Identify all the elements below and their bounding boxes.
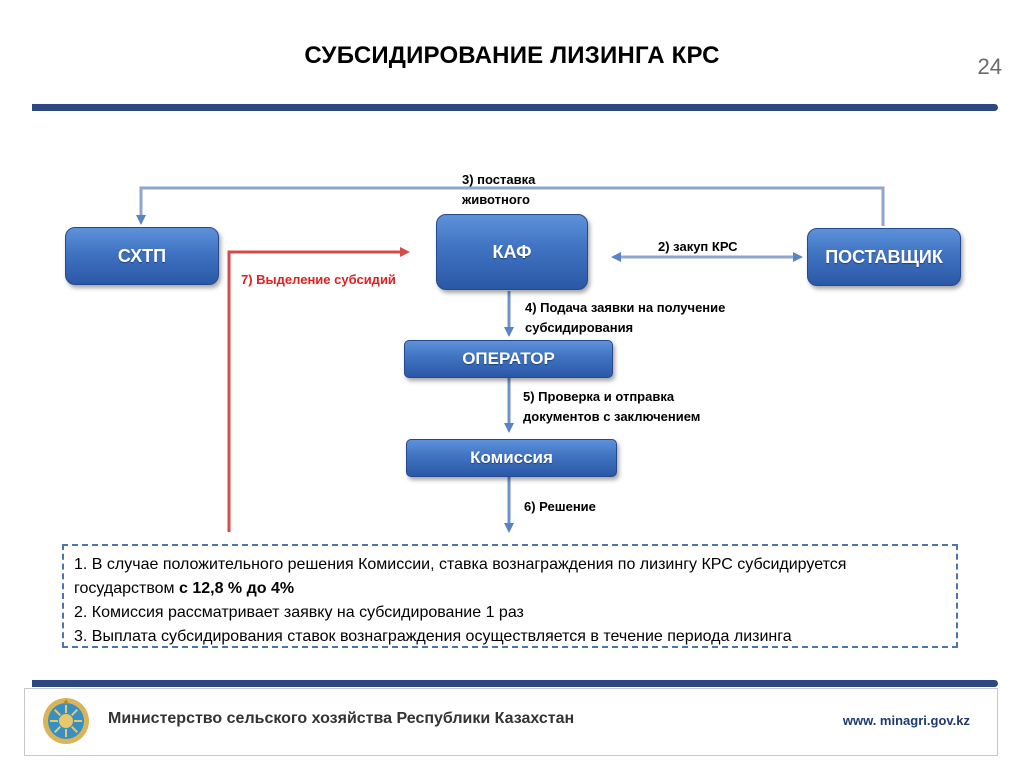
- footer: [24, 688, 998, 756]
- ministry-name: Министерство сельского хозяйства Республ…: [108, 710, 575, 727]
- node-skhtp: СХТП: [65, 227, 219, 285]
- arrow-step3: [136, 186, 885, 226]
- node-kaf: КАФ: [436, 214, 588, 290]
- label-step5-line1: 5) Проверка и отправка: [523, 389, 675, 404]
- label-step3-line1: 3) поставка: [462, 172, 536, 187]
- notes-box: 1. В случае положительного решения Комис…: [62, 544, 958, 648]
- label-step7: 7) Выделение субсидий: [241, 272, 396, 287]
- label-step6: 6) Решение: [524, 499, 596, 514]
- note-1-text: 1. В случае положительного решения Комис…: [74, 556, 847, 597]
- slide-title: СУБСИДИРОВАНИЕ ЛИЗИНГА КРС: [304, 42, 720, 69]
- label-step4: 4) Подача заявки на получение субсидиров…: [525, 298, 725, 338]
- note-1-highlight: с 12,8 % до 4%: [178, 580, 295, 597]
- kazakhstan-emblem-icon: [43, 698, 89, 744]
- label-step3-line2: животного: [462, 192, 530, 207]
- arrow-step7: [227, 247, 410, 532]
- label-step4-line1: 4) Подача заявки на получение: [525, 300, 726, 315]
- node-supplier: ПОСТАВЩИК: [807, 228, 961, 286]
- bottom-divider: [32, 680, 998, 687]
- note-2: 2. Комиссия рассматривает заявку на субс…: [74, 604, 524, 621]
- label-step5-line2: документов с заключением: [523, 409, 701, 424]
- website-link[interactable]: www. minagri.gov.kz: [842, 713, 970, 728]
- label-step3: 3) поставка животного: [462, 170, 535, 210]
- node-commission: Комиссия: [406, 439, 617, 477]
- top-divider: [32, 104, 998, 111]
- note-3: 3. Выплата субсидирования ставок вознагр…: [74, 628, 792, 645]
- label-step5: 5) Проверка и отправка документов с закл…: [523, 387, 700, 427]
- label-step4-line2: субсидирования: [525, 320, 634, 335]
- node-operator: ОПЕРАТОР: [404, 340, 613, 378]
- page-number: 24: [977, 54, 1002, 79]
- label-step2: 2) закуп КРС: [658, 239, 738, 254]
- note-1: 1. В случае положительного решения Комис…: [74, 553, 946, 601]
